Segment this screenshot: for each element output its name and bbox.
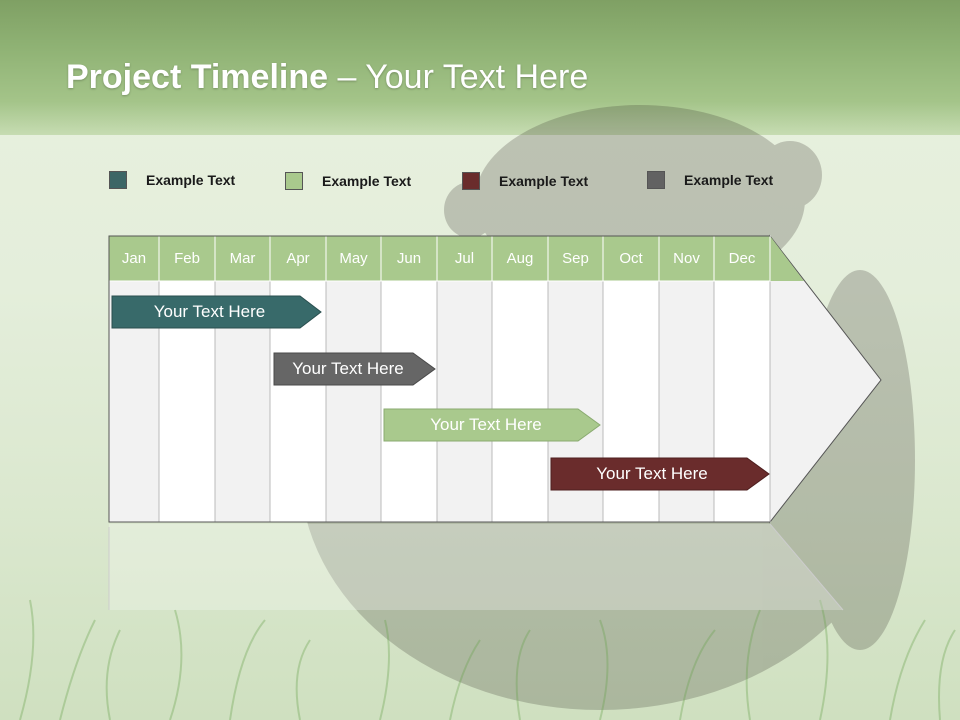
month-column-may (325, 280, 382, 523)
legend-label-3: Example Text (499, 173, 589, 189)
month-header-jul (436, 235, 493, 282)
month-label-dec: Dec (728, 250, 756, 267)
arrowhead-header-fill (770, 236, 804, 281)
month-label-jun: Jun (396, 250, 422, 267)
month-header-oct (602, 235, 660, 282)
month-label-mar: Mar (229, 250, 256, 267)
legend-swatch-3 (462, 172, 480, 190)
month-label-aug: Aug (506, 250, 534, 267)
task-arrow-4 (550, 457, 770, 491)
reflection-edge-diagonal (769, 523, 844, 611)
legend-label-1: Example Text (146, 172, 236, 188)
month-label-nov: Nov (673, 250, 700, 267)
task-label-4: Your Text Here (596, 464, 708, 483)
legend-label-2: Example Text (322, 173, 412, 189)
slide-title-bold: Project Timeline (66, 58, 329, 96)
month-header-sep (547, 235, 604, 282)
task-label-1: Your Text Here (153, 302, 266, 321)
task-arrow-1 (111, 295, 322, 329)
legend-swatch-4 (647, 171, 665, 189)
legend-swatch-2 (285, 172, 303, 190)
slide-title: Project Timeline – Your Text Here (66, 58, 588, 97)
timeline-reflection (109, 524, 843, 610)
title-banner: Project Timeline – Your Text Here (0, 0, 960, 135)
month-label-may: May (339, 250, 368, 267)
month-label-sep: Sep (562, 250, 589, 267)
task-arrow-3 (383, 408, 601, 442)
task-label-2: Your Text Here (292, 359, 404, 378)
slide-title-rest: – Your Text Here (328, 58, 589, 96)
month-label-apr: Apr (286, 250, 310, 267)
month-label-jan: Jan (121, 250, 147, 267)
legend-swatch-1 (109, 171, 127, 189)
legend-label-4: Example Text (684, 172, 774, 188)
month-column-aug (491, 280, 549, 523)
month-column-jul (436, 280, 493, 523)
month-header-jan (108, 235, 160, 282)
timeline-border (108, 235, 770, 523)
month-label-jul: Jul (454, 250, 475, 267)
month-label-oct: Oct (619, 250, 643, 267)
month-header-aug (491, 235, 549, 282)
month-column-jun (380, 280, 438, 523)
task-arrow-2 (273, 352, 436, 386)
task-label-3: Your Text Here (430, 415, 542, 434)
month-label-feb: Feb (174, 250, 200, 267)
